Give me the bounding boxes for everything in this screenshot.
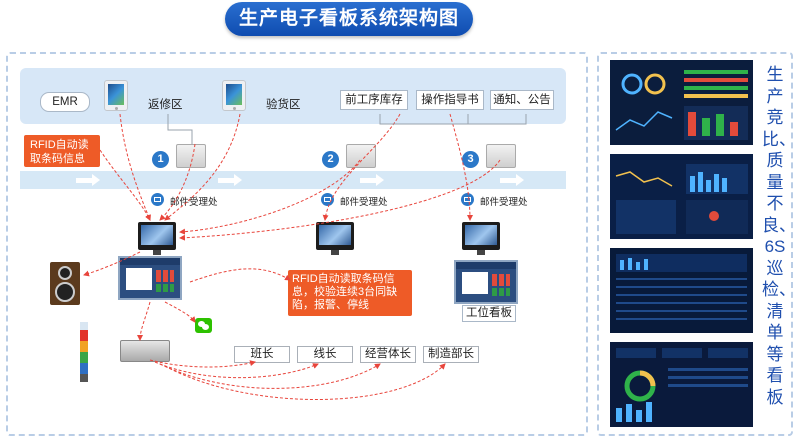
dashboard-types-caption: 生产竞比、质量不良、6S巡检、清单等看板 [762, 65, 796, 407]
mail-icon [461, 193, 474, 206]
front-process-inventory-box: 前工序库存 [340, 90, 408, 110]
station-number-badge: 2 [322, 151, 339, 168]
station-monitor-icon [138, 222, 176, 255]
andon-panel-screen [454, 260, 518, 304]
station-monitor-icon [462, 222, 500, 255]
wechat-icon [195, 318, 212, 333]
speaker-icon [50, 262, 80, 305]
emr-box: EMR [40, 92, 90, 112]
tablet-icon [104, 80, 128, 111]
rfid-reader-icon [346, 144, 376, 168]
mail-station-label: 邮件受理处 [340, 197, 388, 208]
list-dashboard-thumbnail [610, 342, 753, 427]
role-box-line-leader: 线长 [297, 346, 353, 363]
station-monitor-icon [316, 222, 354, 255]
tablet-icon [222, 80, 246, 111]
rfid-callout-left: RFID自动读取条码信息 [24, 135, 100, 167]
role-box-team-leader: 班长 [234, 346, 290, 363]
workstation-board-box: 工位看板 [462, 305, 516, 322]
role-box-manufacturing-head: 制造部长 [423, 346, 479, 363]
rfid-reader-icon [486, 144, 516, 168]
repair-area-label: 返修区 [148, 99, 183, 111]
mail-icon [151, 193, 164, 206]
dashboard-frame [597, 52, 793, 436]
diagram-title: 生产电子看板系统架构图 [225, 2, 473, 36]
rfid-callout-right: RFID自动读取条码信息，校验连续3台同缺陷，报警、停线 [288, 270, 412, 316]
station-number-badge: 3 [462, 151, 479, 168]
controller-box-icon [120, 340, 170, 362]
station-number-badge: 1 [152, 151, 169, 168]
production-dashboard-thumbnail [610, 60, 753, 145]
mail-station-label: 邮件受理处 [170, 197, 218, 208]
operation-guide-box: 操作指导书 [416, 90, 484, 110]
mail-station-label: 邮件受理处 [480, 197, 528, 208]
signal-tower-light-icon [80, 322, 88, 382]
role-box-business-head: 经营体长 [360, 346, 416, 363]
production-flow-band [20, 171, 566, 189]
notice-box: 通知、公告 [490, 90, 554, 110]
6s-inspection-dashboard-thumbnail [610, 248, 753, 333]
main-architecture-frame [6, 52, 588, 436]
rfid-reader-icon [176, 144, 206, 168]
inspection-area-label: 验货区 [266, 99, 301, 111]
quality-dashboard-thumbnail [610, 154, 753, 239]
mail-icon [321, 193, 334, 206]
andon-panel-screen [118, 256, 182, 300]
